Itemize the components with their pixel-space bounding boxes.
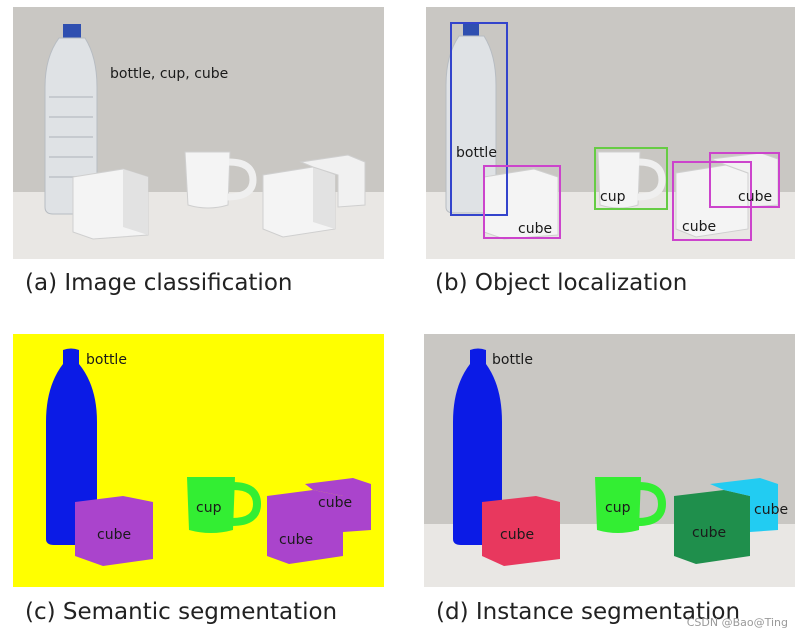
cup-bounding-box bbox=[594, 147, 668, 210]
cube-right-label: cube bbox=[754, 502, 788, 518]
caption-c: (c) Semantic segmentation bbox=[25, 599, 338, 625]
cube-right-mask bbox=[710, 478, 778, 532]
bottle-bounding-box bbox=[450, 22, 508, 216]
cup-mask bbox=[595, 477, 667, 533]
cube-mid-label: cube bbox=[682, 219, 716, 235]
bottle-label: bottle bbox=[86, 352, 127, 368]
bottle-label: bottle bbox=[456, 145, 497, 161]
cube-right-mask bbox=[305, 478, 371, 532]
cube-right-photo bbox=[299, 154, 366, 208]
cup-mask bbox=[187, 477, 262, 533]
cup-label: cup bbox=[605, 500, 631, 516]
cube-left-bounding-box bbox=[483, 165, 561, 239]
cube-right-bounding-box bbox=[709, 152, 780, 208]
classification-label: bottle, cup, cube bbox=[110, 66, 228, 82]
panel-d-mask: bottle cube cup cube cube bbox=[424, 334, 795, 587]
cube-right-label: cube bbox=[318, 495, 352, 511]
panel-a-scene: bottle, cup, cube bbox=[13, 7, 384, 259]
caption-b: (b) Object localization bbox=[435, 270, 688, 296]
cube-left-label: cube bbox=[518, 221, 552, 237]
cube-left-mask bbox=[482, 496, 560, 566]
bottle-label: bottle bbox=[492, 352, 533, 368]
cube-left-photo bbox=[72, 168, 149, 240]
cube-right-label: cube bbox=[738, 189, 772, 205]
cube-mid-bounding-box bbox=[672, 161, 752, 241]
panel-b-scene: bottle cube cup cube cube bbox=[426, 7, 795, 259]
cube-mid-label: cube bbox=[692, 525, 726, 541]
cube-left-label: cube bbox=[97, 527, 131, 543]
cube-left-mask bbox=[75, 496, 153, 566]
panel-b-photo: bottle cube cup cube cube bbox=[426, 7, 795, 259]
cup-photo bbox=[184, 151, 257, 209]
panel-a-photo: bottle, cup, cube bbox=[13, 7, 384, 259]
caption-d: (d) Instance segmentation bbox=[436, 599, 741, 625]
cube-mid-photo bbox=[262, 166, 336, 238]
watermark: CSDN @Bao@Ting bbox=[686, 616, 788, 629]
cube-mid-label: cube bbox=[279, 532, 313, 548]
cube-mid-mask bbox=[267, 490, 343, 564]
caption-a: (a) Image classification bbox=[25, 270, 293, 296]
cube-left-label: cube bbox=[500, 527, 534, 543]
cup-label: cup bbox=[196, 500, 222, 516]
panel-d-scene: bottle cube cup cube cube bbox=[424, 334, 795, 587]
bottle-mask bbox=[46, 348, 97, 545]
cup-photo bbox=[597, 151, 666, 209]
panel-c-scene: bottle cube cup cube cube bbox=[13, 334, 384, 587]
panel-c-mask: bottle cube cup cube cube bbox=[13, 334, 384, 587]
cup-label: cup bbox=[600, 189, 626, 205]
bottle-mask bbox=[453, 348, 502, 545]
cube-mid-mask bbox=[674, 490, 750, 564]
